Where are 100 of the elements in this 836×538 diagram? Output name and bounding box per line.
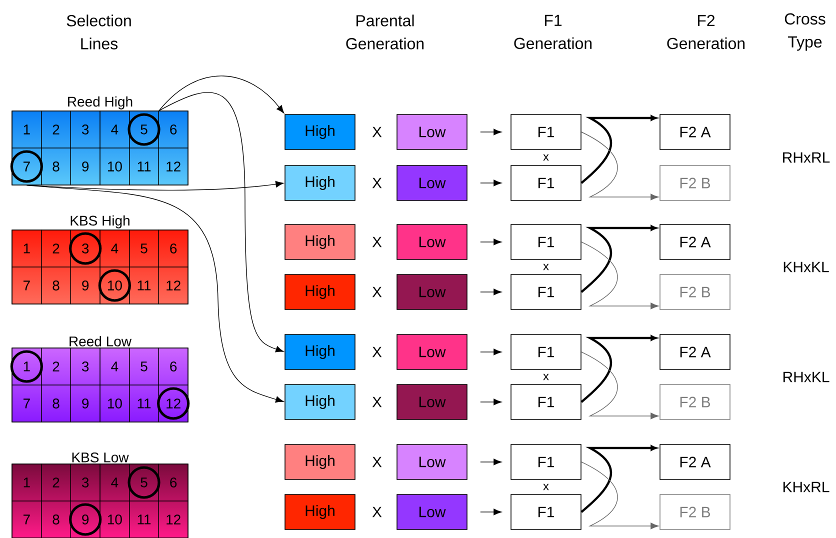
parent-box: Low: [396, 494, 468, 530]
cross-sign: X: [372, 456, 382, 468]
arrow: [480, 458, 502, 466]
arrow: [480, 348, 502, 356]
grid-cell: 5: [129, 230, 159, 268]
cross-type-label: KHxRL: [783, 482, 830, 492]
grid-cell: 12: [158, 384, 188, 422]
grid-cell: 12: [158, 148, 188, 186]
arrow: [580, 335, 657, 403]
arrow: [581, 242, 659, 310]
generation-box: F2 B: [660, 494, 730, 530]
arrow: [480, 288, 502, 296]
generation-box: F2 B: [660, 384, 730, 420]
cross-sign: x: [543, 374, 549, 380]
grid-cell: 4: [100, 348, 130, 386]
generation-box: F1: [510, 494, 582, 530]
grid-cell: 4: [100, 464, 130, 502]
grid-cell: 11: [129, 148, 159, 186]
grid-cell: 10: [100, 384, 130, 422]
grid-cell: 9: [70, 266, 100, 304]
grid-cell: 9: [70, 384, 100, 422]
column-header: Parental Generation: [346, 14, 424, 50]
grid-cell: 11: [129, 384, 159, 422]
grid-cell: 2: [41, 464, 71, 502]
cross-sign: x: [543, 264, 549, 270]
grid-cell: 3: [70, 348, 100, 386]
parent-box: Low: [396, 114, 468, 150]
generation-box: F2 A: [660, 444, 730, 480]
arrow: [580, 115, 657, 184]
grid-cell: 1: [12, 230, 42, 268]
generation-box: F1: [510, 274, 582, 310]
generation-box: F2 A: [660, 334, 730, 370]
grid-cell: 11: [129, 266, 159, 304]
grid-cell: 8: [41, 148, 71, 186]
node-label: Reed Low: [70, 336, 132, 346]
parent-box: Low: [396, 384, 468, 420]
grid-cell: 3: [70, 110, 100, 148]
grid-cell: 5: [129, 464, 159, 502]
node-label: Reed High: [68, 96, 132, 110]
grid-cell: 3: [70, 464, 100, 502]
arrow: [480, 128, 502, 136]
grid-cell: 7: [12, 384, 42, 422]
grid-cell: 6: [158, 110, 188, 148]
grid-cell: 11: [129, 500, 159, 538]
cross-sign: X: [372, 396, 382, 408]
column-header: F2 Generation: [667, 14, 745, 50]
arrow: [581, 462, 659, 530]
grid-cell: 6: [158, 348, 188, 386]
parent-box: Low: [396, 334, 468, 370]
arrow: [26, 184, 284, 403]
arrow: [158, 92, 284, 352]
parent-box: High: [284, 165, 356, 201]
cross-sign: X: [372, 506, 382, 518]
cross-type-label: RHxRL: [783, 152, 830, 163]
node-label: KBS Low: [72, 452, 129, 462]
grid-cell: 3: [70, 230, 100, 268]
arrow: [580, 445, 657, 513]
cross-sign: X: [372, 178, 382, 188]
grid-cell: 9: [70, 500, 100, 538]
generation-box: F1: [510, 444, 582, 480]
grid-cell: 1: [12, 348, 42, 386]
cross-sign: X: [372, 286, 382, 298]
grid-cell: 1: [12, 110, 42, 148]
cross-type-label: RHxKL: [783, 372, 830, 382]
parent-box: High: [284, 334, 356, 370]
grid-cell: 10: [100, 266, 130, 304]
generation-box: F1: [510, 224, 582, 260]
grid-cell: 6: [158, 464, 188, 502]
arrow: [581, 352, 659, 420]
arrow: [480, 508, 502, 516]
cross-type-label: KHxKL: [784, 262, 829, 272]
cross-sign: X: [372, 346, 382, 358]
arrow: [580, 225, 657, 293]
grid-cell: 7: [12, 266, 42, 304]
grid-cell: 9: [70, 148, 100, 186]
column-header: F1 Generation: [514, 14, 592, 50]
grid-cell: 6: [158, 230, 188, 268]
cross-sign: x: [543, 154, 549, 161]
parent-box: Low: [396, 444, 468, 480]
generation-box: F1: [510, 334, 582, 370]
generation-box: F2 A: [660, 114, 730, 150]
parent-box: High: [284, 384, 356, 420]
grid-cell: 2: [41, 230, 71, 268]
parent-box: High: [284, 114, 356, 150]
generation-box: F1: [510, 165, 582, 201]
grid-cell: 10: [100, 500, 130, 538]
cross-sign: X: [372, 236, 382, 248]
generation-box: F2 A: [660, 224, 730, 260]
arrow: [480, 180, 502, 186]
parent-box: Low: [396, 274, 468, 310]
arrow: [158, 76, 284, 114]
parent-box: Low: [396, 165, 468, 201]
generation-box: F1: [510, 384, 582, 420]
parent-box: Low: [396, 224, 468, 260]
node-label: KBS High: [70, 215, 130, 228]
grid-cell: 7: [12, 500, 42, 538]
parent-box: High: [284, 444, 356, 480]
grid-cell: 4: [100, 110, 130, 148]
arrow: [480, 398, 502, 406]
grid-cell: 5: [129, 348, 159, 386]
